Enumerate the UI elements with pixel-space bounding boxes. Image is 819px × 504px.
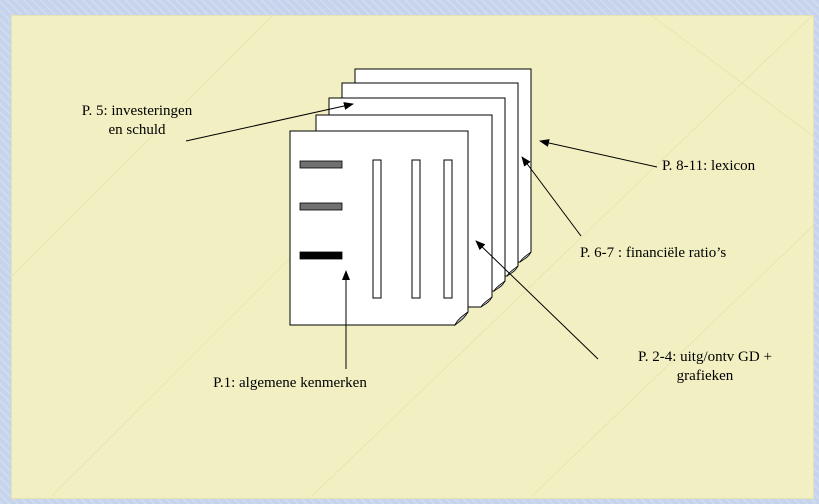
label-investeringen: P. 5: investeringen en schuld (42, 102, 232, 140)
arrow-lexicon (539, 139, 658, 168)
label-uitgaven-line2: grafieken (676, 368, 734, 384)
label-uitgaven: P. 2-4: uitg/ontv GD + grafieken (600, 348, 810, 386)
label-investeringen-line2: en schuld (108, 122, 166, 138)
black-bar (299, 251, 343, 260)
label-lexicon: P. 8-11: lexicon (662, 158, 756, 174)
column-bar-3 (443, 159, 453, 299)
arrow-uitgaven (475, 240, 599, 360)
arrow-investeringen (185, 102, 354, 142)
label-algemeen: P.1: algemene kenmerken (213, 375, 367, 391)
label-investeringen-line1: P. 5: investeringen (81, 103, 193, 119)
label-uitgaven-line1: P. 2-4: uitg/ontv GD + (638, 349, 772, 365)
column-bar-2 (411, 159, 421, 299)
arrow-ratios (521, 156, 582, 237)
grey-bar-2 (299, 202, 343, 211)
column-bar-1 (372, 159, 382, 299)
grey-bar-1 (299, 160, 343, 169)
label-ratios: P. 6-7 : financiële ratio’s (580, 245, 727, 261)
document-page-front (289, 130, 469, 327)
